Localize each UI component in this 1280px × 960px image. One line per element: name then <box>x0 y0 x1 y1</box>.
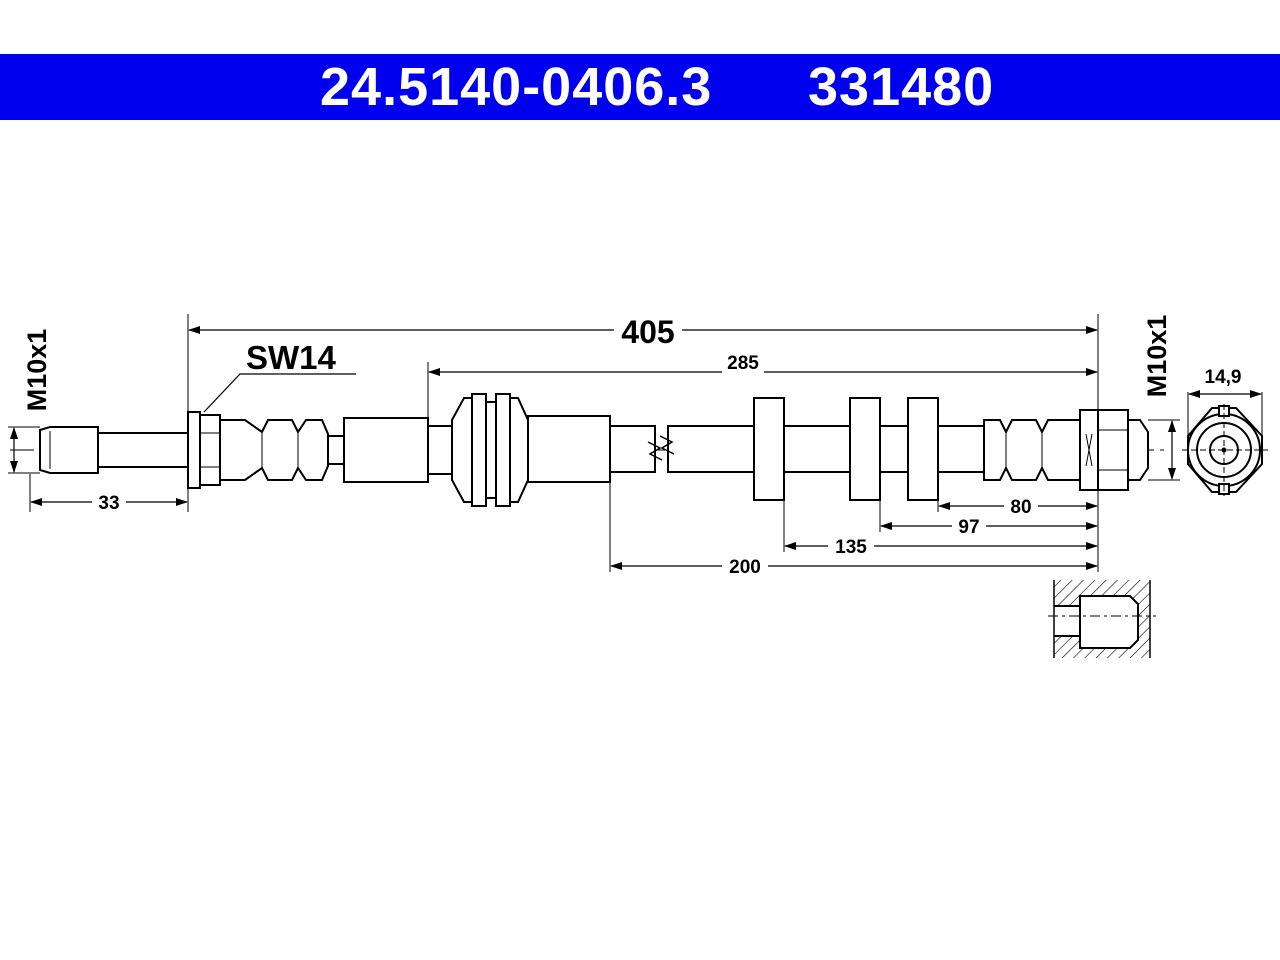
right-fitting <box>983 409 1149 491</box>
dimension-overall-length: 405 <box>621 314 674 350</box>
dimension-to-bracket-3: 135 <box>835 537 867 558</box>
reference-number: 331480 <box>808 57 995 117</box>
dimension-to-fitting: 200 <box>729 557 761 578</box>
dimension-left-thread-length: 33 <box>98 493 119 514</box>
hose-ring-3 <box>907 397 939 501</box>
dimension-hose-length: 285 <box>727 353 759 374</box>
thread-label-left: M10x1 <box>22 329 52 412</box>
hose-ring-1 <box>753 397 785 501</box>
part-number: 24.5140-0406.3 <box>320 57 713 117</box>
middle-fitting <box>451 393 611 507</box>
end-view <box>1182 404 1268 496</box>
section-detail <box>1048 580 1156 658</box>
left-fitting <box>39 411 453 489</box>
hose-ring-2 <box>849 397 881 501</box>
wrench-size-leader <box>203 373 356 413</box>
dimension-to-bracket-1: 80 <box>1010 497 1031 518</box>
dimension-to-bracket-2: 97 <box>958 517 979 538</box>
thread-label-right: M10x1 <box>1142 315 1172 398</box>
header-band: 24.5140-0406.3 331480 <box>0 54 1280 120</box>
end-view-width-label: 14,9 <box>1205 367 1242 388</box>
wrench-size-label: SW14 <box>246 339 337 376</box>
